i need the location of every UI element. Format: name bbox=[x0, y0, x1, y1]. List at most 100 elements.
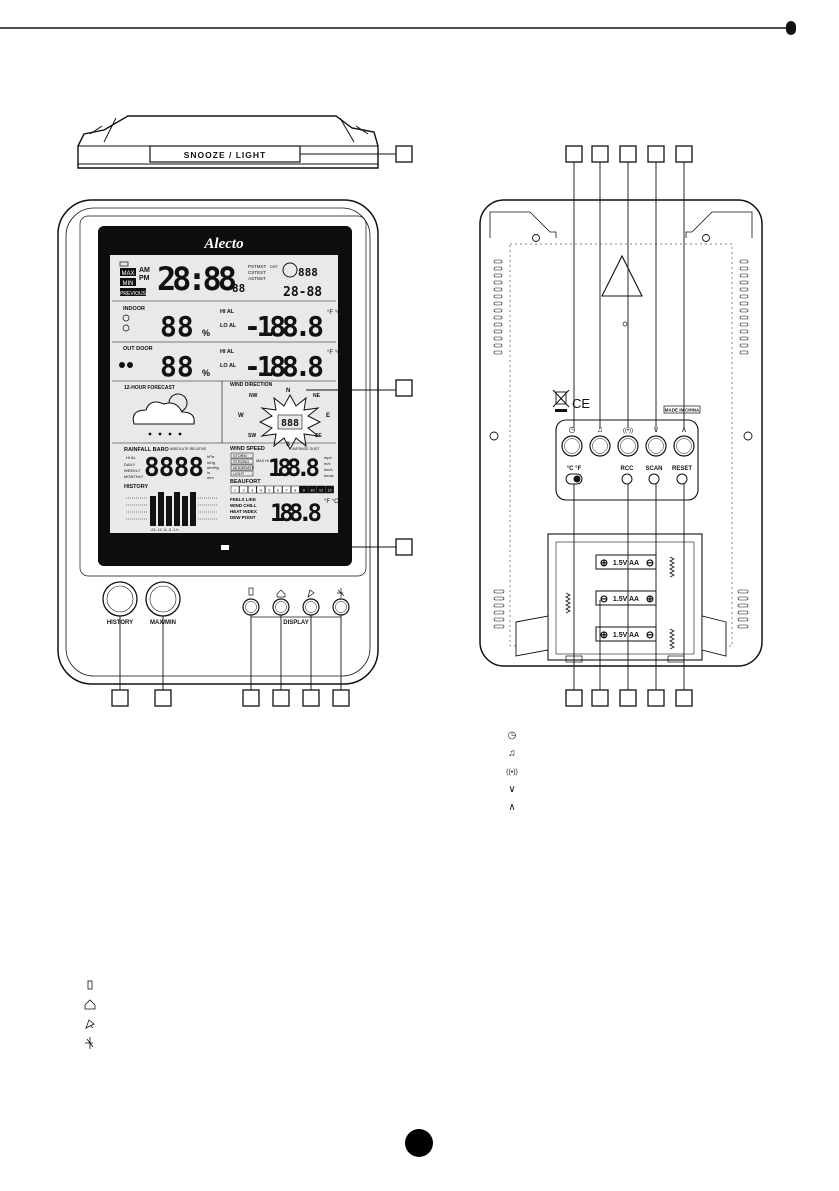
beaufort-cell bbox=[299, 485, 309, 494]
wind-unit-3: km/h bbox=[324, 467, 333, 472]
compass-ne: NE bbox=[313, 393, 321, 399]
beaufort-number: 4 bbox=[260, 488, 263, 493]
lcd-content: MAX MIN PREVIOUS AM PM 28:88 88 PSTMST C… bbox=[112, 260, 413, 532]
alarm-glyph: ♫ bbox=[597, 425, 603, 434]
page-number-dot bbox=[405, 1129, 433, 1157]
max-hi-al-label: MAX HI AL bbox=[256, 459, 275, 463]
beaufort-number: 11 bbox=[319, 488, 324, 493]
alarm-button[interactable] bbox=[589, 435, 611, 457]
compass-center-display: 888 bbox=[281, 418, 299, 429]
beaufort-cell bbox=[290, 485, 300, 494]
rcc-signal-button[interactable] bbox=[617, 435, 639, 457]
history-button[interactable] bbox=[102, 581, 138, 617]
feels-units: °F °C bbox=[324, 499, 339, 505]
vent-slots bbox=[493, 259, 749, 629]
down-button[interactable] bbox=[645, 435, 667, 457]
compass-s: S bbox=[286, 442, 290, 448]
callout-box bbox=[647, 689, 665, 707]
pm-label: PM bbox=[139, 275, 150, 282]
back-callouts bbox=[565, 145, 693, 707]
outdoor-label: OUT DOOR bbox=[123, 346, 153, 352]
feels-row-1: FEELS LIKE bbox=[230, 497, 256, 502]
clock-button[interactable] bbox=[561, 435, 583, 457]
zone-2: CSTEST bbox=[248, 270, 266, 275]
rain-period-1: HI AL bbox=[126, 455, 137, 460]
previous-label: PREVIOUS bbox=[120, 291, 147, 297]
outdoor-icon bbox=[248, 587, 254, 596]
compass-e: E bbox=[326, 413, 330, 419]
rain-period-4: MONTHLY bbox=[124, 474, 144, 479]
history-axis: -24 -12 -6 -3 -1 h bbox=[150, 528, 179, 532]
battery-spring bbox=[669, 556, 675, 578]
legend-back-glyph-3: ((•)) bbox=[506, 769, 518, 776]
rain-unit-3: mmHg bbox=[207, 465, 219, 470]
dst-label: DST bbox=[270, 264, 279, 269]
rain-period-3: WEEKLY bbox=[124, 468, 141, 473]
top-line-end bbox=[786, 21, 796, 35]
beaufort-cell bbox=[282, 485, 291, 494]
rain-period-2: DAILY bbox=[124, 462, 136, 467]
front-icon-4 bbox=[85, 1037, 94, 1049]
rain-unit-2: inHg bbox=[207, 460, 215, 465]
up-button[interactable] bbox=[673, 435, 695, 457]
callout-box bbox=[565, 145, 583, 163]
max-badge bbox=[120, 268, 136, 276]
beaufort-cell bbox=[308, 485, 317, 494]
maxmin-button[interactable] bbox=[145, 581, 181, 617]
callout-box bbox=[675, 145, 693, 163]
callout-box bbox=[395, 379, 413, 397]
beaufort-cell bbox=[316, 485, 326, 494]
display-label: DISPLAY bbox=[283, 620, 308, 626]
top-view: SNOOZE / LIGHT bbox=[77, 115, 413, 169]
beaufort-number: 1 bbox=[234, 488, 237, 493]
seconds-display: 88 bbox=[232, 282, 245, 295]
clock-glyph: ◷ bbox=[569, 425, 576, 434]
callout-box bbox=[647, 145, 665, 163]
reset-button[interactable] bbox=[676, 473, 688, 485]
battery-pole: ⊕ bbox=[646, 594, 654, 605]
compass-n: N bbox=[286, 388, 290, 394]
battery-label: 1.5V AA bbox=[613, 596, 639, 603]
callout-box bbox=[302, 689, 320, 707]
wind-direction-label: WIND DIRECTION bbox=[230, 382, 273, 388]
am-label: AM bbox=[139, 267, 150, 274]
front-icon-1 bbox=[87, 980, 93, 990]
scan-label: SCAN bbox=[645, 466, 662, 472]
beaufort-number: 12 bbox=[327, 488, 332, 493]
battery-label: 1.5V AA bbox=[613, 632, 639, 639]
beaufort-number: 6 bbox=[277, 488, 280, 493]
max-label: MAX bbox=[121, 271, 134, 277]
callout-box bbox=[395, 538, 413, 556]
feels-value-display: 188.8 bbox=[270, 499, 322, 527]
rcc-label: RCC bbox=[621, 466, 635, 472]
indoor-humidity-display: 88 bbox=[160, 310, 194, 343]
battery-label: 1.5V AA bbox=[613, 560, 639, 567]
beaufort-number: 7 bbox=[285, 488, 288, 493]
wind-unit-1: mph bbox=[324, 455, 332, 460]
rainfall-baro-label: RAINFALL BARO bbox=[124, 447, 170, 453]
battery-pole: ⊕ bbox=[600, 630, 608, 641]
rain-value-display: 8888 bbox=[144, 453, 204, 483]
indoor-temp-units: °F °C bbox=[327, 310, 342, 316]
rcc-button[interactable] bbox=[621, 473, 633, 485]
callout-box bbox=[675, 689, 693, 707]
beaufort-cell bbox=[273, 485, 283, 494]
min-label: MIN bbox=[123, 281, 134, 287]
battery-spring bbox=[669, 628, 675, 650]
rain-unit-5: mm bbox=[207, 475, 214, 480]
indoor-label: INDOOR bbox=[123, 306, 145, 312]
weekday-display: 888 bbox=[298, 266, 318, 279]
callout-box bbox=[619, 145, 637, 163]
beaufort-cell bbox=[265, 485, 274, 494]
wind-compass: 888 N NE E SE S SW W NW bbox=[238, 388, 330, 451]
scan-button[interactable] bbox=[648, 473, 660, 485]
callout-box bbox=[272, 689, 290, 707]
time-display: 28:88 bbox=[157, 260, 237, 298]
beaufort-cell bbox=[256, 485, 266, 494]
legend-back: ◷♫((•))∨∧ bbox=[506, 730, 518, 813]
previous-badge bbox=[120, 288, 146, 296]
ce-mark: CE bbox=[572, 396, 590, 411]
down-glyph: ∨ bbox=[653, 425, 659, 434]
wind-level-1: STORM bbox=[233, 454, 247, 458]
wind-icon bbox=[337, 588, 345, 598]
